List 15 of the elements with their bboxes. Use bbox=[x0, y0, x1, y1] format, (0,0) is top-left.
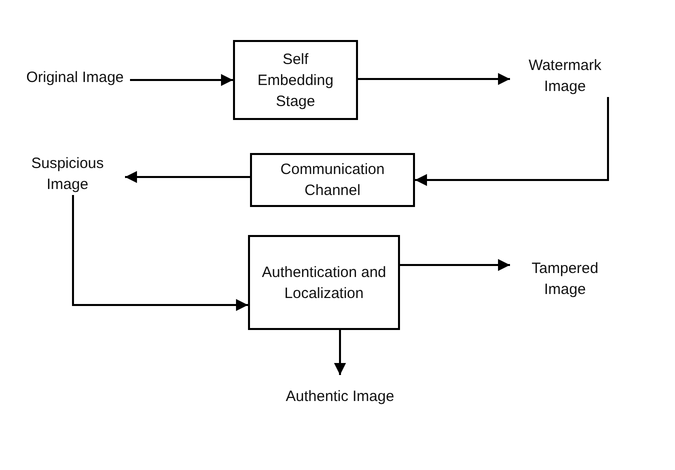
arrow bbox=[130, 74, 233, 86]
node-label: Watermark Image bbox=[510, 55, 620, 97]
process-box: Authentication and Localization bbox=[248, 235, 400, 330]
arrow bbox=[415, 97, 609, 186]
node-label: Original Image bbox=[20, 56, 130, 98]
node-label: Suspicious Image bbox=[10, 153, 125, 195]
node-label: Tampered Image bbox=[510, 258, 620, 300]
arrow bbox=[72, 195, 248, 311]
process-box: Communication Channel bbox=[250, 153, 415, 207]
node-label: Authentic Image bbox=[285, 375, 395, 417]
arrow bbox=[358, 73, 510, 85]
arrow bbox=[400, 259, 510, 271]
process-box: Self Embedding Stage bbox=[233, 40, 358, 120]
arrow bbox=[125, 171, 250, 183]
arrow bbox=[334, 330, 346, 375]
